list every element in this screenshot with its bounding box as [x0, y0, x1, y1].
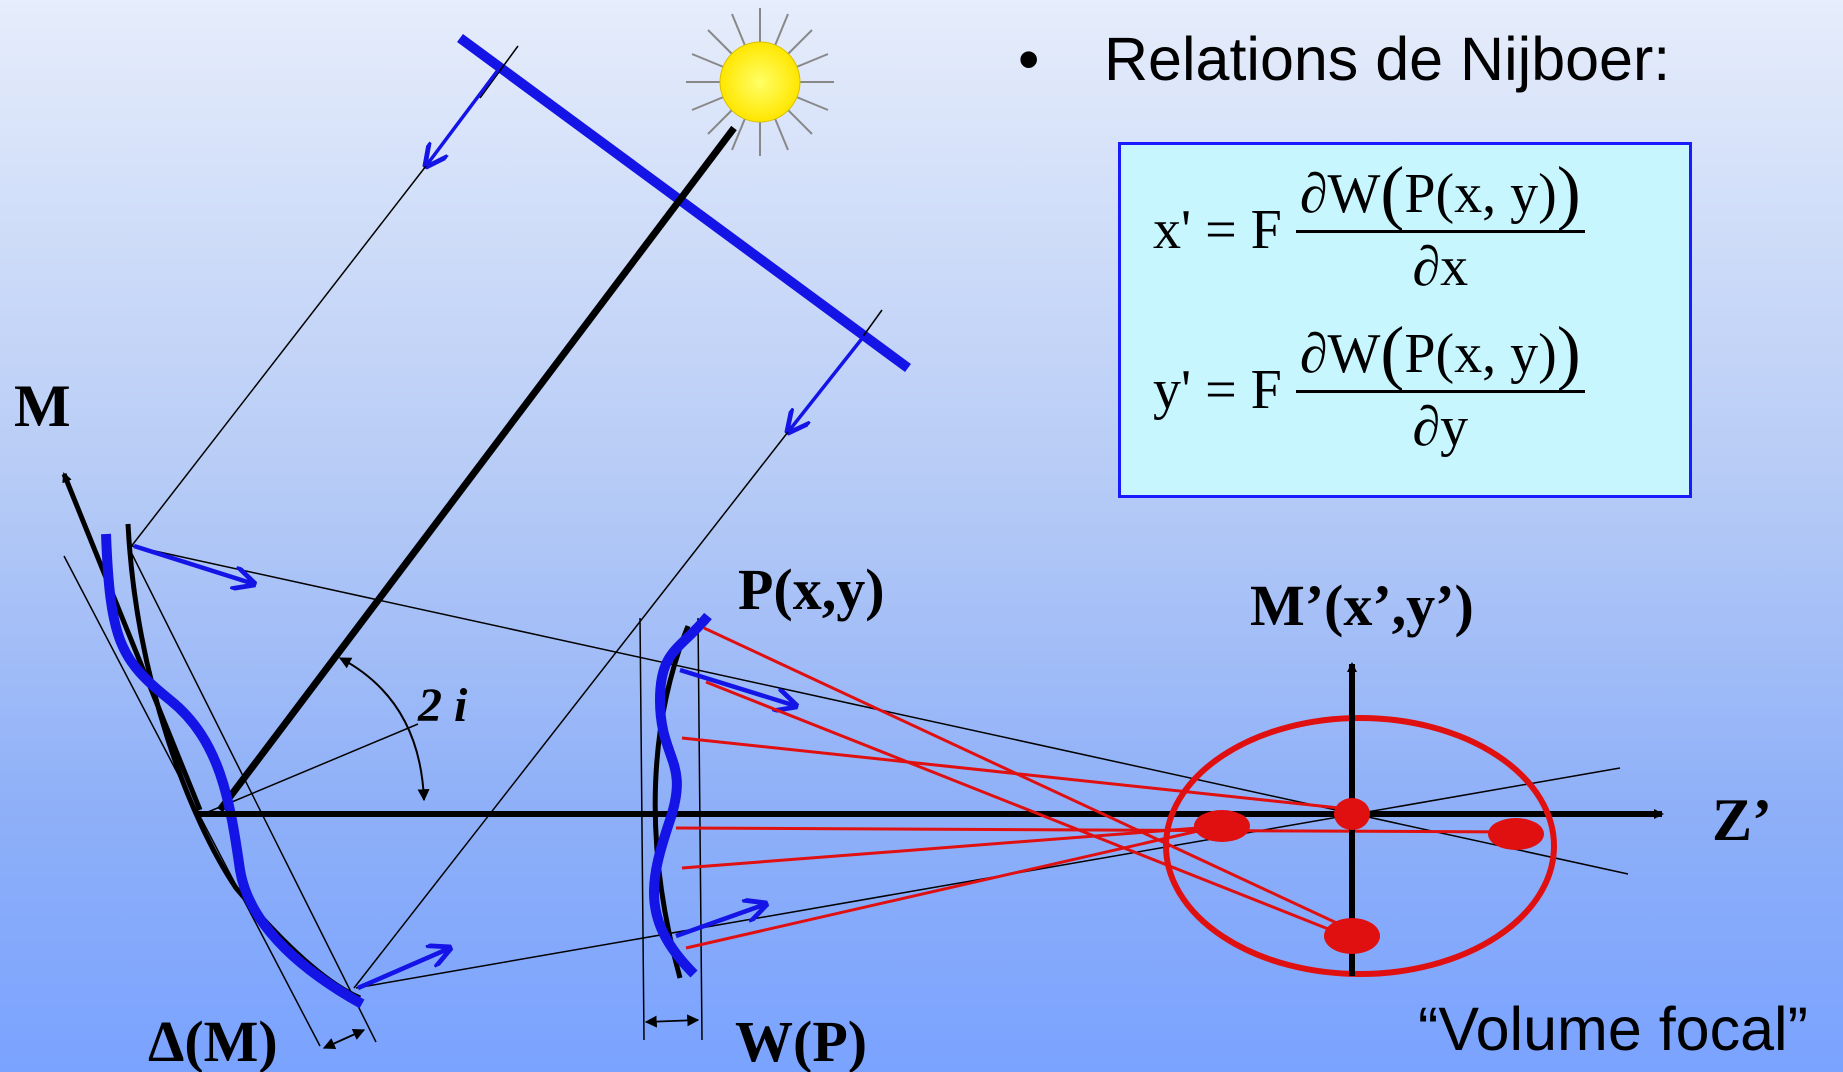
focal-volume-ellipse — [1163, 715, 1557, 977]
equation-y-partial-W: ∂W — [1299, 322, 1381, 385]
focal-spot-left — [1194, 810, 1250, 842]
mirror-surface — [125, 523, 361, 1001]
incident-arrow-right — [788, 334, 866, 432]
chief-incident-ray — [217, 125, 737, 813]
incident-arrow-left — [426, 68, 500, 166]
wavefront-tick-left — [479, 45, 519, 99]
equation-x-argument: P(x, y) — [1404, 162, 1557, 225]
focal-spot-right — [1488, 818, 1544, 850]
title: • Relations de Nijboer: — [1018, 24, 1670, 94]
W-arrow — [644, 1014, 700, 1028]
equation-x-fraction: ∂W(P(x, y)) ∂x — [1295, 156, 1585, 299]
wavefront-P-arrow-upper — [679, 667, 796, 706]
equation-y-lhs: y' = F — [1153, 359, 1282, 421]
equation-y-argument: P(x, y) — [1404, 322, 1557, 385]
focal-spot-center — [1334, 798, 1370, 830]
label-angle-2i: 2 i — [418, 679, 468, 732]
equation-x-denominator: ∂x — [1412, 235, 1469, 298]
label-M: M — [14, 373, 71, 439]
focal-spot-bottom — [1324, 918, 1380, 954]
reflected-arrow-upper — [133, 543, 254, 584]
red-ray-3 — [681, 736, 1359, 812]
mirror-tangent-outer — [63, 555, 321, 1047]
equation-y-denominator: ∂y — [1412, 395, 1469, 458]
label-P: P(x,y) — [738, 557, 885, 622]
sun-icon — [686, 8, 834, 156]
equation-x-numerator: ∂W(P(x, y)) — [1295, 156, 1585, 233]
label-W-P: W(P) — [735, 1009, 868, 1072]
wavefront-P-arrow-lower — [675, 904, 766, 939]
caption-volume-focal: “Volume focal” — [1418, 995, 1808, 1063]
red-rays — [675, 626, 1521, 950]
equation-y: y' = F ∂W(P(x, y)) ∂y — [1153, 315, 1585, 465]
incident-ray-upper — [129, 165, 427, 549]
label-M-prime: M’(x’,y’) — [1250, 573, 1474, 638]
red-ray-6 — [685, 824, 1221, 950]
wavefront-P — [649, 612, 712, 978]
red-ray-2 — [705, 680, 1357, 942]
label-Z-prime: Z’ — [1712, 787, 1772, 853]
equation-x: x' = F ∂W(P(x, y)) ∂x — [1153, 155, 1585, 305]
red-ray-4 — [675, 826, 1521, 834]
incident-wavefront — [457, 33, 911, 373]
equation-y-fraction: ∂W(P(x, y)) ∂y — [1295, 316, 1585, 459]
label-delta-M: Δ(M) — [148, 1009, 278, 1072]
incident-ray-lower — [353, 431, 789, 989]
equation-x-lhs: x' = F — [1153, 199, 1282, 261]
equation-y-numerator: ∂W(P(x, y)) — [1295, 316, 1585, 393]
mirror-tangent-inner — [127, 545, 377, 1043]
angle-arc — [338, 657, 430, 802]
bullet: • — [1018, 25, 1040, 93]
reference-sphere — [652, 625, 691, 979]
formula-box: x' = F ∂W(P(x, y)) ∂x y' = F ∂W(P(x, y))… — [1118, 142, 1692, 498]
red-ray-5 — [681, 824, 1225, 870]
reflected-arrow-lower — [357, 948, 450, 991]
W-bracket-left — [639, 617, 645, 1041]
red-ray-1 — [703, 626, 1357, 934]
equation-x-partial-W: ∂W — [1299, 162, 1381, 225]
title-text: Relations de Nijboer: — [1104, 25, 1671, 93]
reflected-wavefront-mirror — [101, 533, 365, 1009]
M-axis — [61, 472, 203, 811]
delta-arrow — [322, 1028, 366, 1050]
